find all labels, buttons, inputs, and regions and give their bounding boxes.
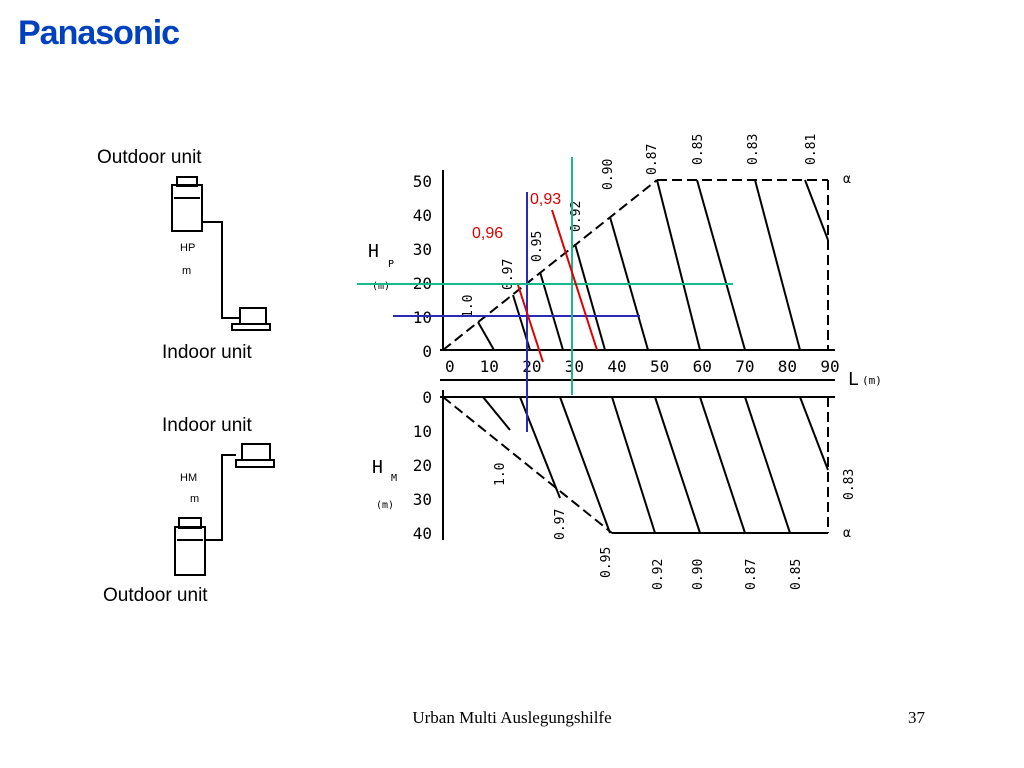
hm-tick-label: 10 bbox=[413, 422, 432, 441]
l-tick-label: 30 bbox=[565, 357, 584, 376]
curve-top-6 bbox=[656, 179, 701, 351]
outdoor-unit-label-top: Outdoor unit bbox=[97, 147, 202, 168]
hm-axis-unit: (m) bbox=[376, 500, 394, 511]
refrigerant-pipe-top bbox=[202, 221, 240, 319]
bottom-boundary-diagonal bbox=[442, 396, 613, 534]
curve-bottom-7 bbox=[744, 396, 791, 534]
hp-label-schematic: HP bbox=[180, 242, 195, 254]
hm-label-schematic: HM bbox=[180, 472, 197, 484]
top-curve-label: 0.97 bbox=[501, 259, 516, 290]
footer-title: Urban Multi Auslegungshilfe bbox=[412, 708, 612, 727]
page-number: 37 bbox=[908, 708, 925, 727]
bottom-curve-label: 0.85 bbox=[789, 559, 804, 590]
curve-top-1 bbox=[477, 321, 495, 351]
hm-axis-label: H bbox=[372, 457, 383, 478]
curve-top-4 bbox=[574, 243, 606, 351]
l-axis-unit: (m) bbox=[862, 374, 882, 387]
schematic-top: Outdoor unit HP m Indoor unit bbox=[97, 147, 271, 363]
hp-axis-unit: (m) bbox=[372, 281, 390, 292]
l-tick-label: 50 bbox=[650, 357, 669, 376]
bottom-curve-label: 0.97 bbox=[553, 509, 568, 540]
curve-bottom-3 bbox=[559, 396, 611, 534]
outdoor-unit-icon-bottom bbox=[174, 517, 206, 576]
hm-tick-label: 30 bbox=[413, 490, 432, 509]
indoor-unit-label-top: Indoor unit bbox=[162, 342, 253, 363]
l-tick-label: 10 bbox=[480, 357, 499, 376]
curve-bottom-6 bbox=[699, 396, 746, 534]
hp-axis-label: H bbox=[368, 241, 379, 262]
curve-top-8 bbox=[754, 179, 801, 351]
l-tick-label: 40 bbox=[607, 357, 626, 376]
red-line-093 bbox=[551, 209, 598, 351]
top-curve-label: 1.0 bbox=[461, 295, 476, 318]
alpha-symbol-top: α bbox=[843, 172, 851, 187]
bottom-curve-label: 1.0 bbox=[493, 463, 508, 486]
bottom-curve-labels: 1.0 0.97 0.95 0.92 0.90 0.87 0.85 0.83 bbox=[493, 463, 857, 590]
top-curve-label: 0.81 bbox=[804, 134, 819, 165]
hp-tick-label: 50 bbox=[413, 172, 432, 191]
bottom-curve-label: 0.83 bbox=[842, 469, 857, 500]
hm-axis-sub: M bbox=[391, 473, 397, 484]
curve-bottom-5 bbox=[654, 396, 701, 534]
annotation-096: 0,96 bbox=[472, 225, 503, 242]
bottom-curve-label: 0.95 bbox=[599, 547, 614, 578]
top-curve-label: 0.87 bbox=[645, 144, 660, 175]
l-tick-label: 80 bbox=[778, 357, 797, 376]
top-curve-label: 0.90 bbox=[601, 159, 616, 190]
schematic-bottom: Indoor unit HM m Outdoor unit bbox=[103, 415, 275, 606]
bottom-curve-label: 0.92 bbox=[651, 559, 666, 590]
curve-bottom-8 bbox=[799, 396, 829, 471]
chart-axes bbox=[440, 170, 835, 540]
hm-tick-label: 20 bbox=[413, 456, 432, 475]
curve-top-7 bbox=[696, 179, 746, 351]
hp-tick-label: 10 bbox=[413, 308, 432, 327]
reading-lines bbox=[357, 157, 733, 432]
top-curve-label: 0.83 bbox=[746, 134, 761, 165]
top-curve-label: 0.95 bbox=[530, 231, 545, 262]
l-axis-label: L bbox=[848, 369, 859, 390]
indoor-unit-icon-bottom bbox=[235, 443, 275, 468]
outdoor-unit-label-bottom: Outdoor unit bbox=[103, 585, 208, 606]
m-label-schematic-bottom: m bbox=[190, 493, 199, 505]
hp-axis-sub: P bbox=[388, 259, 394, 270]
hp-tick-label: 40 bbox=[413, 206, 432, 225]
l-tick-label: 60 bbox=[693, 357, 712, 376]
indoor-unit-label-bottom: Indoor unit bbox=[162, 415, 253, 436]
outdoor-unit-icon-top bbox=[171, 176, 203, 232]
refrigerant-pipe-bottom bbox=[204, 454, 236, 541]
curve-bottom-4 bbox=[611, 396, 656, 534]
curve-bottom-1 bbox=[482, 396, 511, 431]
l-tick-label: 0 bbox=[445, 357, 455, 376]
hm-tick-label: 40 bbox=[413, 524, 432, 543]
curve-top-9 bbox=[804, 179, 829, 241]
annotation-093: 0,93 bbox=[530, 191, 561, 208]
hp-tick-label: 0 bbox=[422, 342, 432, 361]
top-curve-label: 0.85 bbox=[691, 134, 706, 165]
bottom-curve-label: 0.90 bbox=[691, 559, 706, 590]
l-tick-labels: 0 10 20 30 40 50 60 70 80 90 bbox=[445, 357, 840, 376]
l-tick-label: 70 bbox=[735, 357, 754, 376]
hm-tick-labels: 0 10 20 30 40 bbox=[413, 388, 432, 543]
red-line-096 bbox=[517, 284, 544, 363]
bottom-curve-label: 0.87 bbox=[744, 559, 759, 590]
l-tick-label: 90 bbox=[820, 357, 839, 376]
hp-tick-label: 30 bbox=[413, 240, 432, 259]
hm-tick-label: 0 bbox=[422, 388, 432, 407]
m-label-schematic-top: m bbox=[182, 265, 191, 277]
alpha-symbol-bottom: α bbox=[843, 526, 851, 541]
panasonic-logo: Panasonic bbox=[18, 14, 180, 52]
indoor-unit-icon-top bbox=[231, 307, 271, 331]
l-tick-label: 20 bbox=[522, 357, 541, 376]
